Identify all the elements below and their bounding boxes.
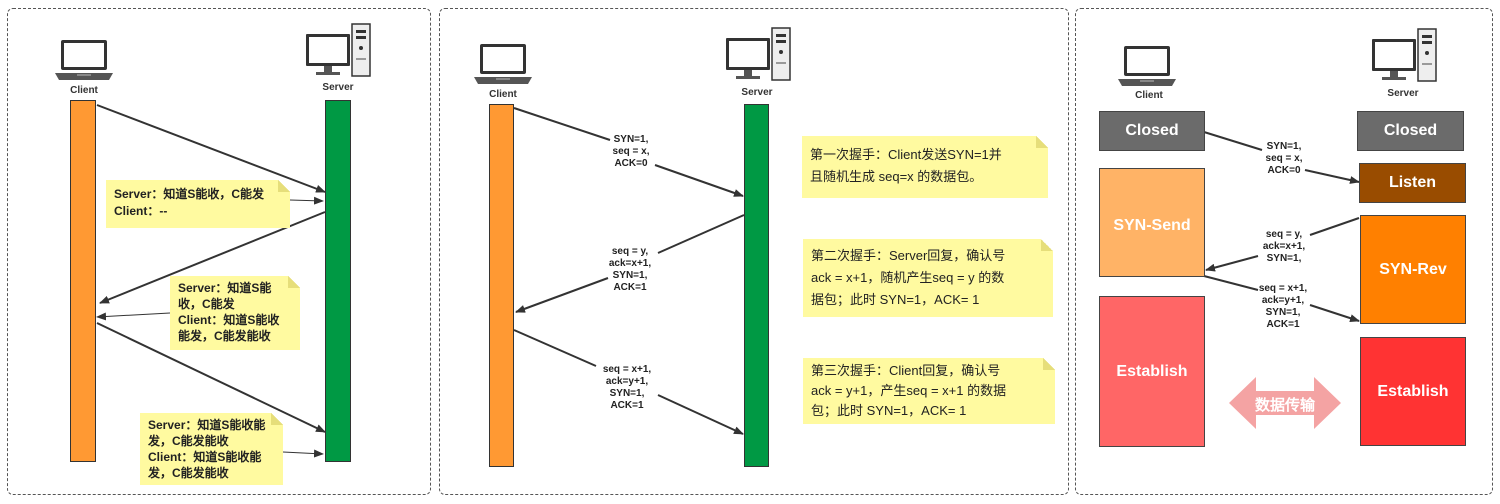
state-closed-client: Closed bbox=[1099, 111, 1205, 151]
arrow-syn bbox=[96, 104, 326, 193]
state-listen: Listen bbox=[1359, 163, 1466, 203]
laptop-icon bbox=[474, 44, 532, 84]
arrow-syn-ack-segment bbox=[657, 214, 745, 254]
arrow-syn-ack bbox=[515, 277, 609, 313]
arrow-syn-segment bbox=[1203, 131, 1263, 151]
packet-label-ack: seq = x+1, ack=y+1, SYN=1, ACK=1 bbox=[1258, 283, 1308, 330]
arrow-ack bbox=[657, 394, 744, 435]
client-label: Client bbox=[489, 89, 517, 100]
server-lifeline bbox=[325, 100, 351, 462]
state-establish-server: Establish bbox=[1360, 337, 1466, 446]
packet-label-ack: seq = x+1, ack=y+1, SYN=1, ACK=1 bbox=[602, 364, 652, 411]
server-lifeline bbox=[744, 104, 769, 467]
desktop-server-icon bbox=[725, 27, 791, 81]
knowledge-note-2: Server：知道S能 收，C能发 Client：知道S能收 能发，C能发能收 bbox=[170, 276, 300, 350]
note-pointer bbox=[96, 312, 171, 321]
laptop-icon bbox=[1118, 46, 1176, 86]
arrow-ack-segment bbox=[1203, 275, 1259, 291]
client-label: Client bbox=[1135, 90, 1163, 101]
arrow-syn-ack bbox=[1205, 255, 1259, 272]
arrow-ack bbox=[96, 322, 326, 433]
panel-handshake-knowledge bbox=[7, 8, 431, 495]
packet-label-syn: SYN=1, seq = x, ACK=0 bbox=[1265, 141, 1303, 176]
panel-handshake-packets bbox=[439, 8, 1069, 495]
packet-label-syn-ack: seq = y, ack=x+1, SYN=1, ACK=1 bbox=[608, 246, 652, 293]
state-establish-client: Establish bbox=[1099, 296, 1205, 447]
handshake-note-3: 第三次握手：Client回复，确认号 ack = y+1，产生seq = x+1… bbox=[803, 358, 1055, 424]
handshake-note-1: 第一次握手：Client发送SYN=1并 且随机生成 seq=x 的数据包。 bbox=[802, 136, 1048, 198]
desktop-server-icon bbox=[1371, 28, 1437, 82]
client-label: Client bbox=[70, 85, 98, 96]
arrow-syn bbox=[654, 164, 744, 197]
knowledge-note-1: Server：知道S能收，C能发 Client：-- bbox=[106, 180, 290, 228]
server-label: Server bbox=[322, 82, 354, 93]
client-lifeline bbox=[70, 100, 96, 462]
data-transfer-label: 数据传输 bbox=[1254, 397, 1315, 414]
arrow-syn bbox=[1304, 169, 1360, 184]
server-label: Server bbox=[741, 87, 773, 98]
packet-label-syn: SYN=1, seq = x, ACK=0 bbox=[612, 134, 650, 169]
arrow-ack bbox=[1309, 304, 1360, 323]
note-pointer bbox=[282, 449, 324, 458]
state-closed-server: Closed bbox=[1357, 111, 1464, 151]
note-pointer bbox=[289, 196, 324, 205]
handshake-note-2: 第二次握手：Server回复，确认号 ack = x+1，随机产生seq = y… bbox=[803, 239, 1053, 317]
data-transfer-arrow bbox=[1229, 377, 1341, 429]
arrow-syn-segment bbox=[513, 107, 611, 141]
knowledge-note-3: Server：知道S能收能 发，C能发能收 Client：知道S能收能 发，C能… bbox=[140, 413, 283, 485]
laptop-icon bbox=[55, 40, 113, 80]
state-syn-send: SYN-Send bbox=[1099, 168, 1205, 277]
server-label: Server bbox=[1387, 88, 1419, 99]
client-lifeline bbox=[489, 104, 514, 467]
panel-tcp-states bbox=[1075, 8, 1493, 495]
packet-label-syn-ack: seq = y, ack=x+1, SYN=1, bbox=[1262, 229, 1306, 264]
state-syn-rev: SYN-Rev bbox=[1360, 215, 1466, 324]
desktop-server-icon bbox=[305, 23, 371, 77]
arrow-ack-segment bbox=[513, 329, 597, 367]
arrow-syn-ack-segment bbox=[1309, 217, 1360, 236]
